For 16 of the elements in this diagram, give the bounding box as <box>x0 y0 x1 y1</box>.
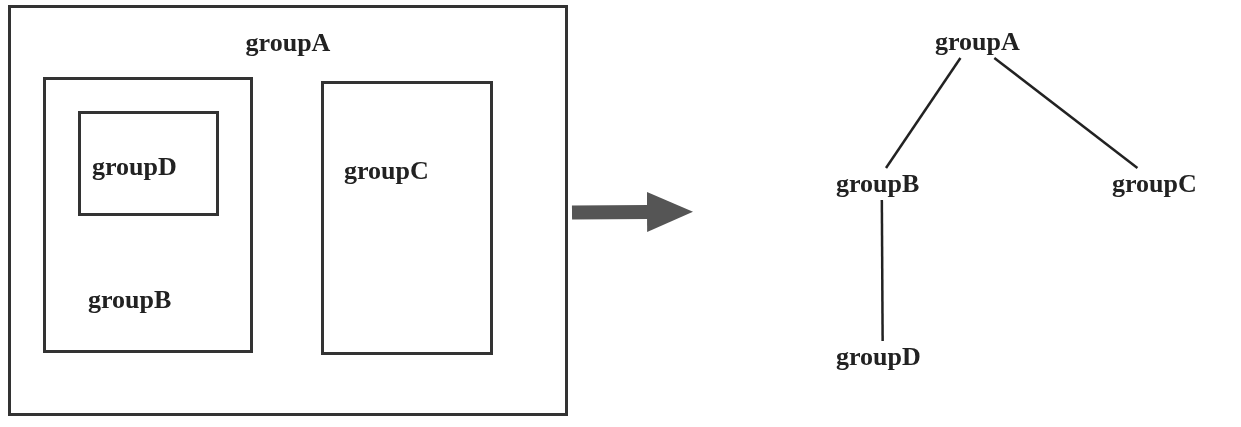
group-box <box>43 77 253 353</box>
group-box <box>321 81 493 355</box>
group-label: groupD <box>92 154 177 180</box>
tree-node-label: groupB <box>836 171 920 197</box>
tree-line <box>884 57 962 169</box>
group-label: groupC <box>344 158 429 184</box>
tree-line <box>880 200 884 341</box>
tree-node-label: groupD <box>836 344 921 370</box>
tree-node-label: groupA <box>935 29 1020 55</box>
tree-node-label: groupC <box>1112 171 1197 197</box>
tree-line <box>993 57 1139 169</box>
group-label: groupB <box>88 287 172 313</box>
group-box <box>78 111 219 216</box>
group-label: groupA <box>245 30 331 56</box>
group-box <box>8 5 568 416</box>
block-arrow <box>571 192 693 232</box>
